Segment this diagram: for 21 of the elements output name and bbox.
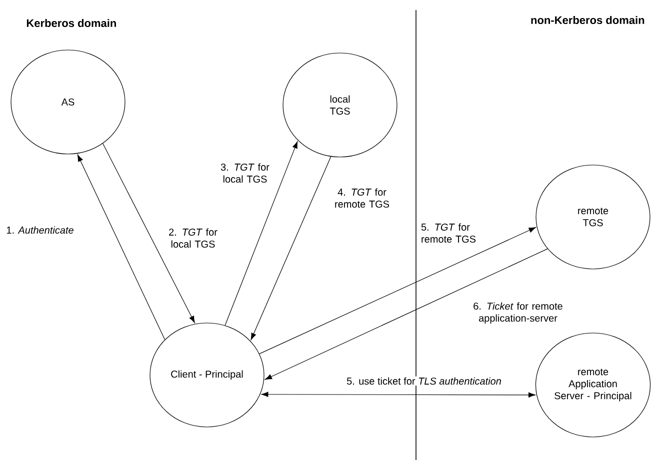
circle-node: remote TGS	[536, 164, 650, 270]
circle-node: AS	[10, 50, 126, 154]
arrow	[264, 248, 548, 380]
arrow	[250, 156, 332, 340]
circle-node: Client - Principal	[150, 322, 264, 428]
edge-label: 2. TGT for local TGS	[166, 227, 220, 249]
arrow	[102, 143, 195, 323]
arrow	[259, 227, 536, 354]
edge-label: 5. TGT for remote TGS	[420, 222, 480, 244]
edge-label: 6. Ticket for remote application-server	[471, 301, 565, 325]
edge-label: 1. Authenticate	[5, 225, 75, 235]
edge-label: 3. TGT for local TGS	[218, 162, 272, 184]
region-heading: Kerberos domain	[26, 18, 116, 28]
arrow	[224, 141, 298, 326]
edge-label: 4. TGT for remote TGS	[332, 187, 392, 209]
arrow	[77, 154, 166, 340]
region-heading: non-Kerberos domain	[531, 16, 644, 24]
edge-label: 5. use ticket for TLS authentication	[346, 376, 502, 386]
circle-node: local TGS	[282, 52, 398, 158]
arrow	[261, 392, 536, 398]
circle-node: remote Application Server - Principal	[535, 332, 651, 438]
